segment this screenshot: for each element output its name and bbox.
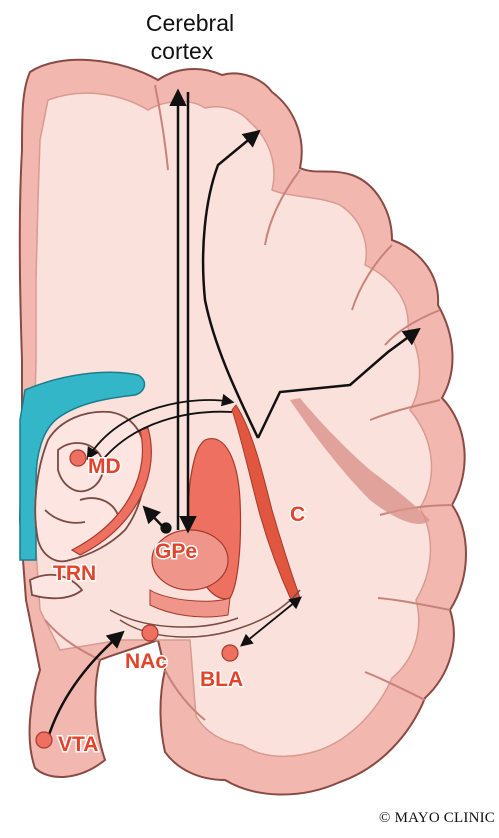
gpe-label: GPe — [155, 540, 197, 563]
nac-dot — [142, 625, 158, 641]
title-line-1: Cerebral — [0, 10, 380, 37]
vta-dot — [36, 732, 52, 748]
nac-label: NAc — [125, 650, 167, 673]
md-label: MD — [88, 455, 121, 478]
vta-label: VTA — [58, 733, 98, 756]
gpe-origin-dot — [161, 523, 171, 533]
trn-label: TRN — [53, 562, 96, 585]
bla-label: BLA — [200, 668, 243, 691]
md-dot — [70, 450, 86, 466]
title-line-2: cortex — [0, 38, 372, 65]
c-label: C — [290, 503, 305, 526]
copyright-credit: © MAYO CLINIC — [379, 810, 495, 827]
bla-dot — [222, 645, 238, 661]
